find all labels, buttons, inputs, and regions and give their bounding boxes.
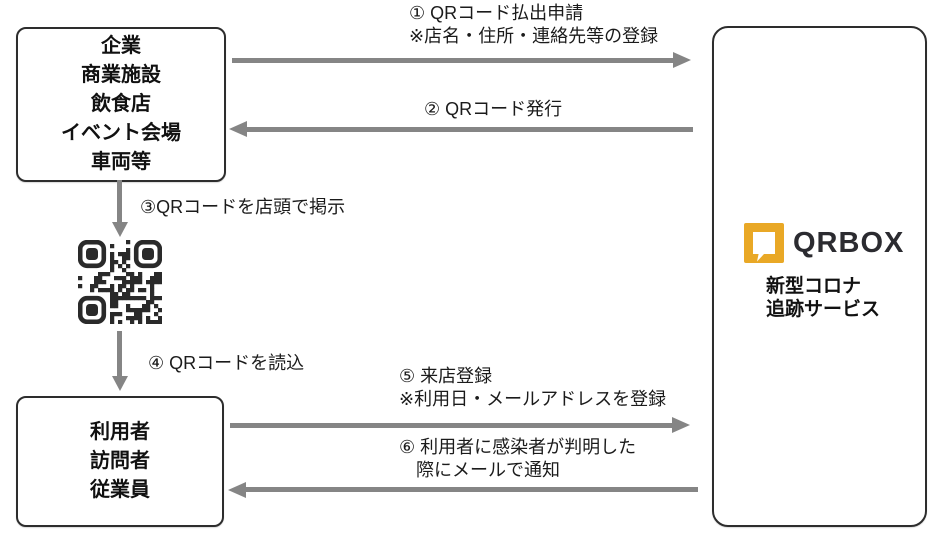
organizations-box-line: 飲食店 [91, 93, 151, 115]
arrow-line [117, 180, 122, 222]
arrow-down-icon [112, 376, 128, 391]
step4-label: ④ QRコードを読込 [148, 352, 304, 375]
arrow-line [117, 331, 122, 376]
arrow-left-icon [229, 121, 247, 137]
organizations-box-line: 商業施設 [81, 64, 161, 86]
arrow-line [247, 127, 693, 132]
qr-code-image [78, 240, 162, 324]
step5-label: ⑤ 来店登録 ※利用日・メールアドレスを登録 [399, 365, 666, 411]
step3-label: ③QRコードを店頭で掲示 [140, 196, 345, 219]
step1-label: ① QRコード払出申請 ※店名・住所・連絡先等の登録 [409, 2, 658, 48]
step6-label-line2: 際にメールで通知 [416, 460, 560, 480]
qrbox-service-box: QRBOX 新型コロナ 追跡サービス [712, 26, 927, 527]
step5-label-line2: ※利用日・メールアドレスを登録 [399, 389, 667, 409]
arrow-line [246, 487, 698, 492]
arrow-down-icon [112, 222, 128, 237]
organizations-box-line: 車両等 [91, 151, 151, 173]
qrbox-logo-row: QRBOX [744, 223, 904, 263]
step2-label: ② QRコード発行 [424, 98, 562, 121]
service-name: 新型コロナ 追跡サービス [766, 275, 880, 321]
arrow-right-icon [672, 417, 690, 433]
qrbox-logo-icon [744, 223, 784, 263]
step2-label-line1: ② QRコード発行 [424, 99, 563, 119]
step3-label-line1: ③QRコードを店頭で掲示 [140, 197, 346, 217]
users-box: 利用者 訪問者 従業員 [16, 396, 224, 527]
users-box-line: 利用者 [90, 421, 150, 443]
users-box-line: 従業員 [90, 479, 150, 501]
organizations-box-line: 企業 [101, 35, 141, 57]
qrbox-brand-text: QRBOX [793, 226, 905, 259]
arrow-line [230, 423, 672, 428]
users-box-line: 訪問者 [90, 450, 150, 472]
arrow-right-icon [673, 52, 691, 68]
arrow-left-icon [228, 482, 246, 498]
service-name-line1: 新型コロナ [766, 276, 862, 297]
step6-label-line1: ⑥ 利用者に感染者が判明した [399, 437, 637, 457]
step6-label: ⑥ 利用者に感染者が判明した 際にメールで通知 [399, 436, 636, 482]
organizations-box: 企業 商業施設 飲食店 イベント会場 車両等 [16, 27, 226, 182]
step5-label-line1: ⑤ 来店登録 [399, 366, 493, 386]
arrow-line [232, 58, 673, 63]
service-name-line2: 追跡サービス [766, 299, 881, 320]
step1-label-line1: ① QRコード払出申請 [409, 3, 584, 23]
step4-label-line1: ④ QRコードを読込 [148, 353, 305, 373]
organizations-box-line: イベント会場 [61, 122, 181, 144]
step1-label-line2: ※店名・住所・連絡先等の登録 [409, 26, 659, 46]
